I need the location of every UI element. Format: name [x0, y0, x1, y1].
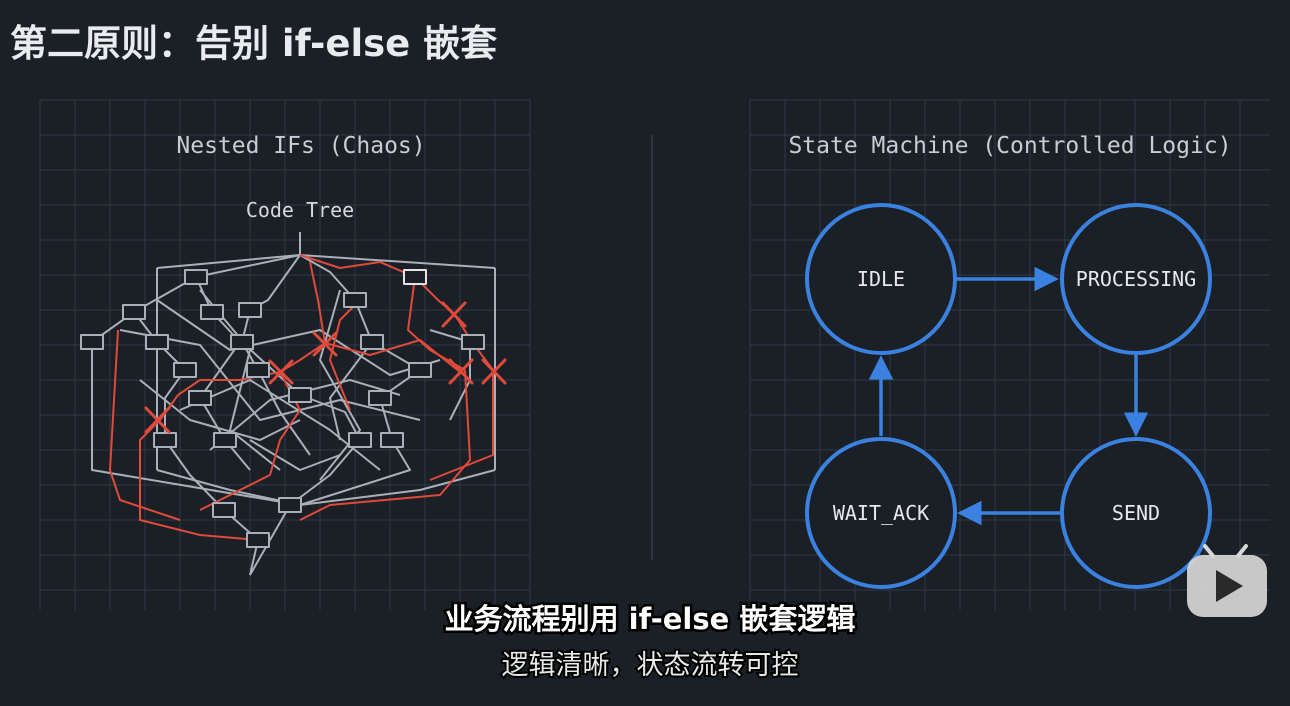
x-mark-icon — [441, 301, 467, 328]
subtitle-primary: 业务流程别用 if-else 嵌套逻辑 — [445, 602, 856, 636]
right-panel-title: State Machine (Controlled Logic) — [788, 133, 1231, 159]
x-mark-icon — [312, 331, 338, 357]
code-tree-label: Code Tree — [246, 198, 354, 222]
tree-node — [380, 432, 404, 448]
tree-node — [145, 334, 169, 350]
error-markers — [144, 301, 507, 434]
x-mark-icon — [448, 358, 474, 385]
state-transitions — [868, 266, 1149, 526]
code-tree-diagram — [80, 232, 507, 576]
tree-node — [153, 432, 177, 448]
state-idle: IDLE — [805, 203, 957, 355]
tree-node — [173, 362, 197, 378]
state-send-label: SEND — [1112, 501, 1160, 525]
tree-node — [408, 362, 432, 378]
tree-node — [200, 304, 224, 320]
tree-node — [278, 497, 302, 513]
subtitle-secondary: 逻辑清晰，状态流转可控 — [502, 650, 799, 681]
tree-node — [80, 334, 104, 350]
tree-node — [343, 292, 367, 308]
state-wait-ack: WAIT_ACK — [805, 437, 957, 589]
slide-title: 第二原则：告别 if-else 嵌套 — [10, 22, 497, 65]
state-machine-diagram: IDLE PROCESSING SEND WAIT_ACK — [805, 203, 1212, 589]
tree-node — [122, 304, 146, 320]
tree-node — [188, 390, 212, 406]
tree-node — [403, 269, 427, 285]
tree-nodes — [80, 269, 485, 548]
tree-node — [360, 334, 384, 350]
state-wait-ack-label: WAIT_ACK — [833, 501, 929, 525]
x-mark-icon — [144, 406, 171, 434]
state-processing-label: PROCESSING — [1076, 267, 1196, 291]
x-mark-icon — [481, 358, 507, 385]
tree-node — [184, 269, 208, 285]
tree-node — [368, 390, 392, 406]
state-processing: PROCESSING — [1060, 203, 1212, 355]
tree-node — [461, 334, 485, 350]
state-send: SEND — [1060, 437, 1212, 589]
x-mark-icon — [268, 359, 294, 385]
tree-node — [246, 532, 270, 548]
state-nodes: IDLE PROCESSING SEND WAIT_ACK — [805, 203, 1212, 589]
state-idle-label: IDLE — [857, 267, 905, 291]
tree-node — [238, 302, 262, 318]
tree-node — [246, 362, 270, 378]
left-panel-title: Nested IFs (Chaos) — [176, 133, 425, 159]
video-play-icon — [1187, 544, 1267, 617]
tree-node — [213, 432, 237, 448]
tree-node — [288, 387, 312, 403]
tree-node — [348, 432, 372, 448]
tree-node — [230, 334, 254, 350]
tree-node — [212, 502, 236, 518]
